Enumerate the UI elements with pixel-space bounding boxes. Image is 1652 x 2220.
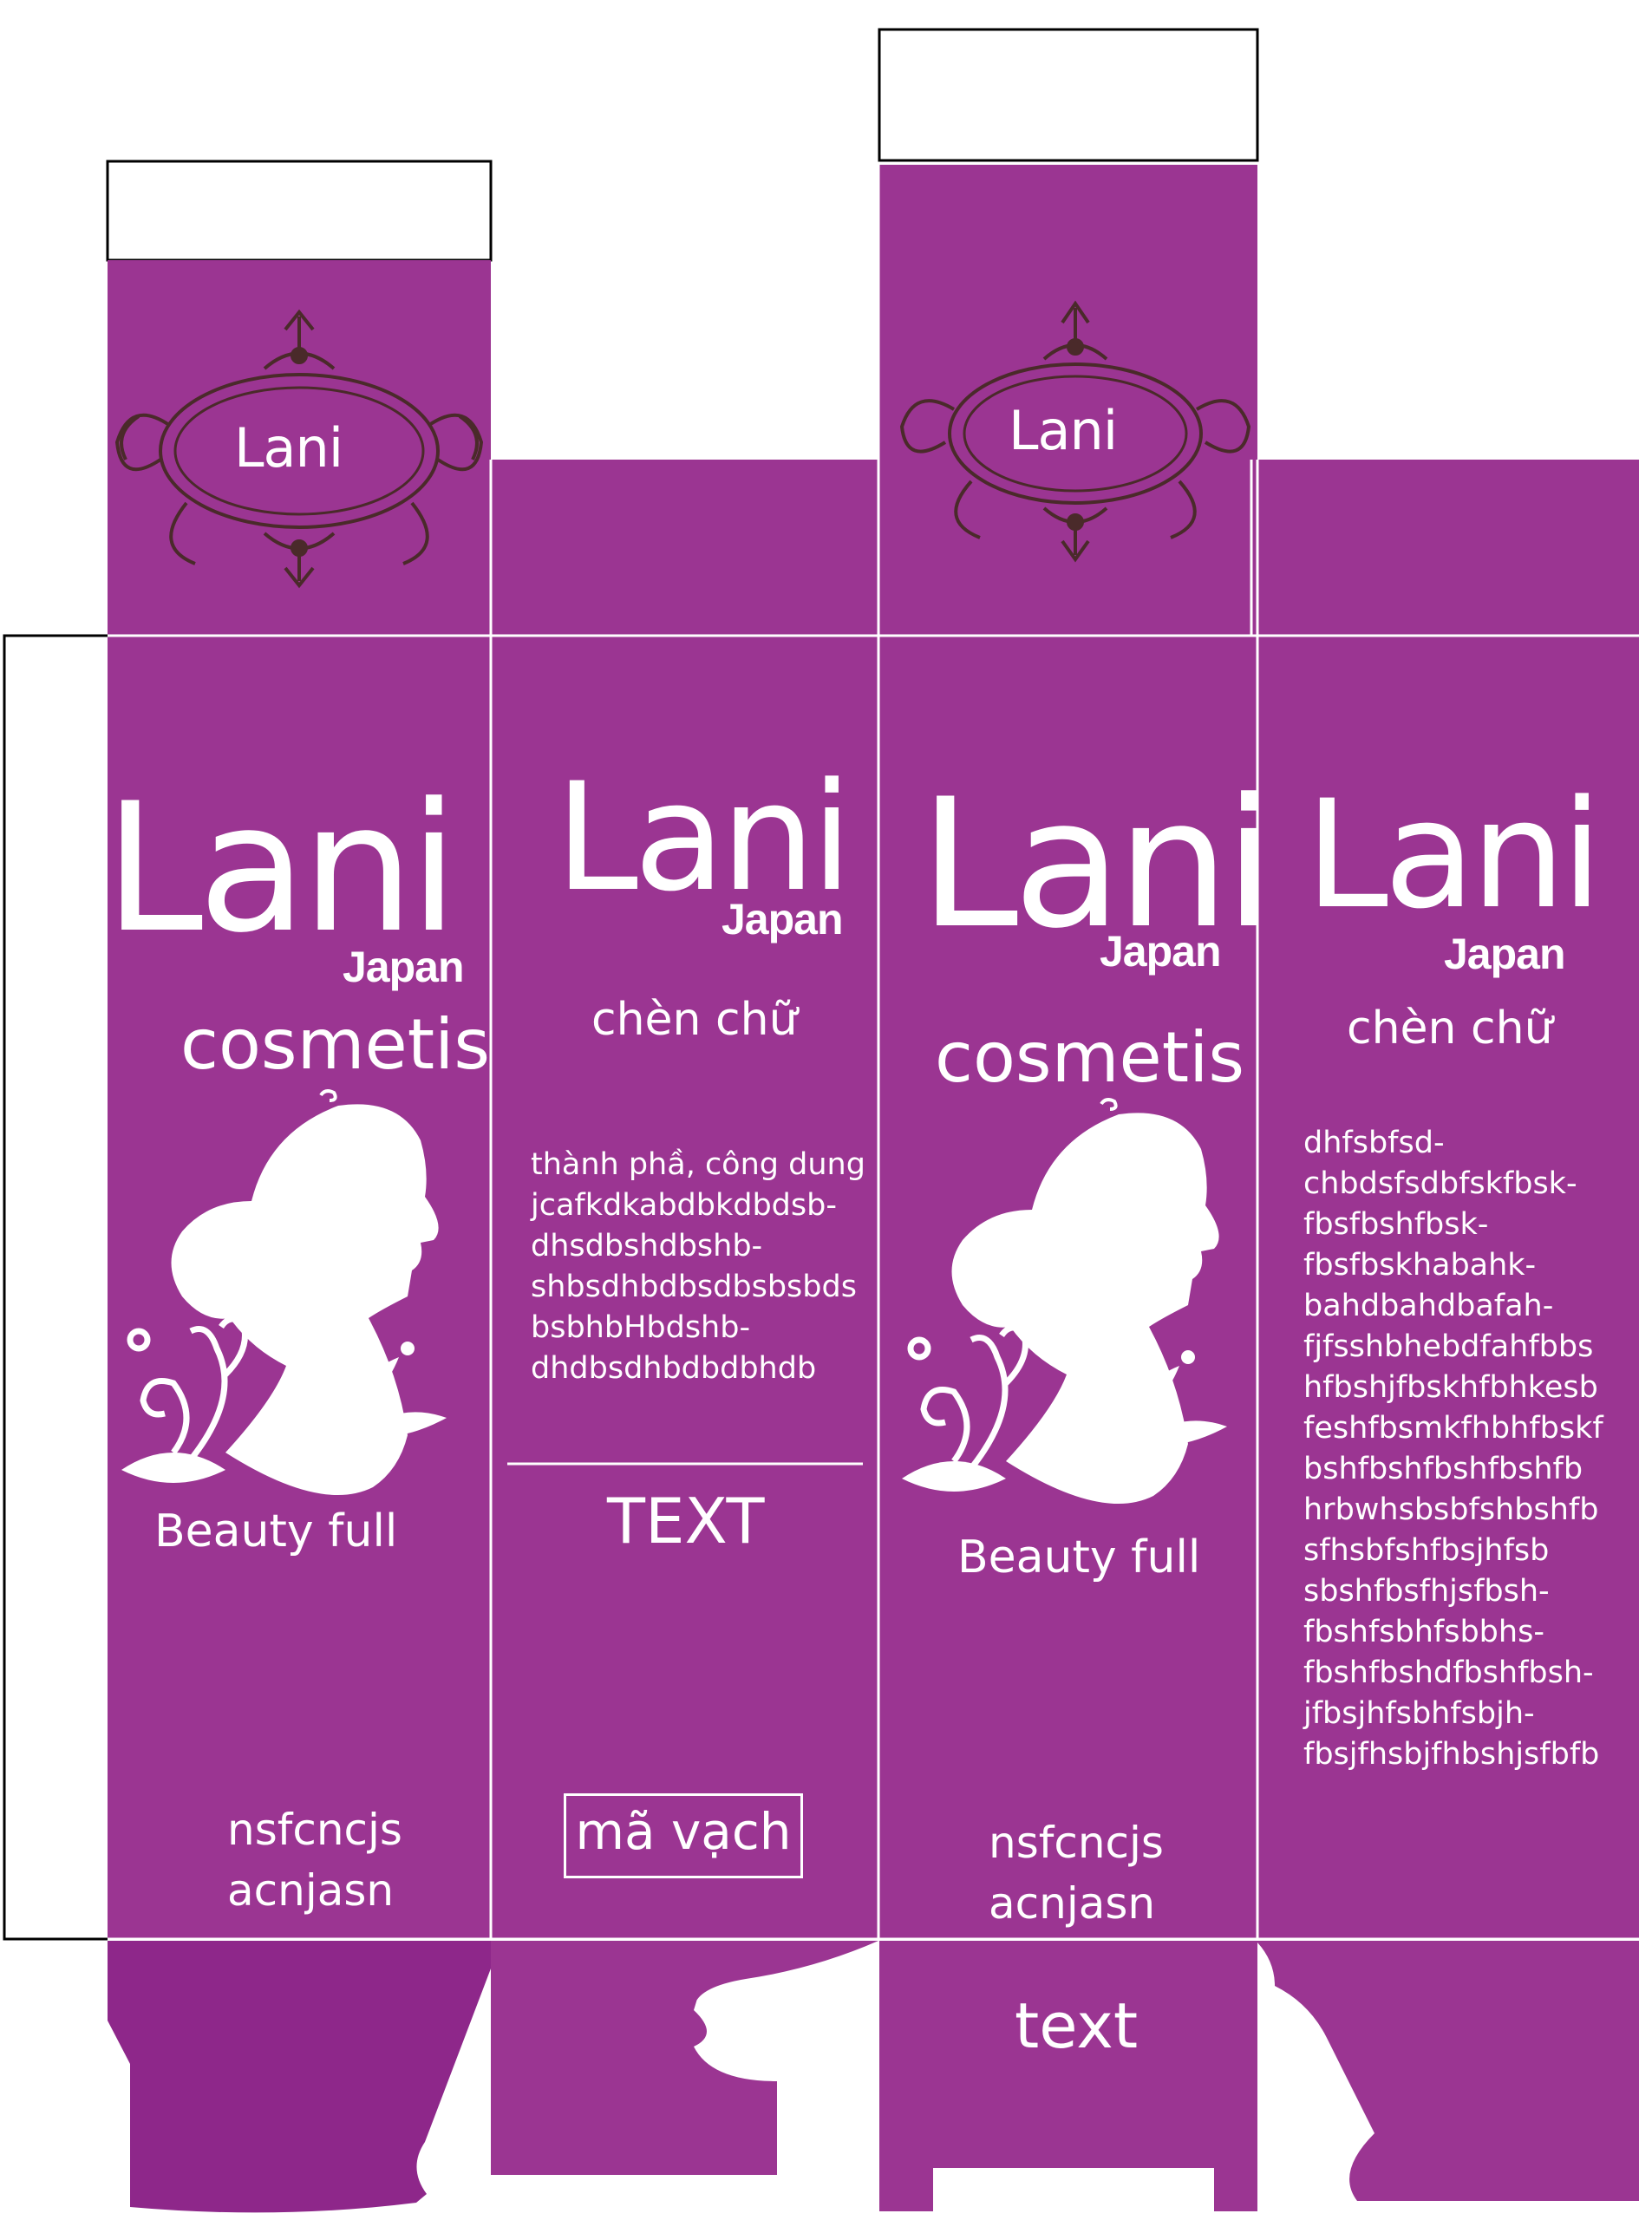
body-line: bahdbahdbafah-: [1303, 1289, 1554, 1323]
info-line: dhsdbshdbshb-: [531, 1229, 763, 1263]
body-line: fbsjfhsbjfhbshjsfbfb: [1303, 1737, 1600, 1772]
seal-label: Lani: [234, 416, 343, 480]
fold-lines: [108, 165, 1639, 1941]
side-panel-4: [1257, 636, 1639, 1939]
brand-title: Lani: [1305, 767, 1603, 942]
body-line: fbsfbskhabahk-: [1303, 1248, 1537, 1283]
signature-line-2: acnjasn: [227, 1865, 395, 1916]
body-line: hfbshjfbskhfbhkesb: [1303, 1370, 1598, 1405]
info-line: jcafkdkabdbkdbdsb-: [531, 1188, 837, 1223]
description-block: dhfsbfsd- chbdsfsdbfskfbsk- fbsfbshfbsk-…: [1303, 1123, 1633, 1775]
section-title: TEXT: [607, 1485, 765, 1557]
info-line: shbsdhbdbsdbsbsbds: [531, 1270, 857, 1304]
bottom-flap-1: [108, 1941, 491, 2213]
woman-silhouette-icon-3: [902, 1098, 1227, 1504]
top-tuck-tab-right: [878, 28, 1259, 162]
brand-title: Lani: [919, 761, 1274, 968]
body-line: feshfbsmkfhbhfbskf: [1303, 1411, 1603, 1446]
body-line: jfbsjhfsbhfsbjh-: [1303, 1696, 1535, 1731]
signature-line-1: nsfcncjs: [989, 1818, 1164, 1868]
ornament-seal-3: [899, 300, 1251, 563]
body-line: fjfsshbhebdfahfbbs: [1303, 1329, 1594, 1364]
origin-label: Japan: [343, 943, 465, 991]
product-label: cosmetis: [935, 1017, 1245, 1098]
bottom-flap-label: text: [1015, 1989, 1139, 2062]
origin-label: Japan: [722, 895, 844, 944]
insert-text-placeholder: chèn chữ: [1347, 1002, 1553, 1054]
signature-line-1: nsfcncjs: [227, 1805, 402, 1855]
body-line: dhfsbfsd-: [1303, 1126, 1445, 1160]
top-flap-3: [879, 165, 1257, 636]
top-flap-4: [1251, 460, 1639, 636]
origin-label: Japan: [1444, 930, 1566, 978]
bottom-flap-2: [491, 1941, 878, 2175]
body-line: sfhsbfshfbsjhfsb: [1303, 1533, 1550, 1568]
tagline: Beauty full: [154, 1505, 398, 1557]
body-line: fbshfbshdfbshfbsh-: [1303, 1655, 1594, 1690]
tagline: Beauty full: [957, 1531, 1201, 1583]
body-line: fbshfsbhfsbbhs-: [1303, 1615, 1544, 1649]
barcode-box: mã vạch: [564, 1793, 803, 1878]
body-line: fbsfbshfbsk-: [1303, 1207, 1489, 1242]
signature-line-2: acnjasn: [989, 1878, 1156, 1929]
top-flap-2: [491, 460, 878, 636]
insert-text-placeholder: chèn chữ: [591, 994, 798, 1046]
side-panel-2: [491, 636, 878, 1939]
info-line: bsbhbHbdshb-: [531, 1310, 751, 1345]
origin-label: Japan: [1100, 927, 1222, 976]
info-line: thành phầ, công dung: [531, 1147, 865, 1182]
glue-flap: [3, 634, 108, 1941]
top-tuck-tab-left: [106, 160, 493, 262]
body-line: bshfbshfbshfbshfb: [1303, 1452, 1583, 1486]
body-line: hrbwhsbsbfshbshfb: [1303, 1492, 1599, 1527]
ingredients-block: thành phầ, công dung jcafkdkabdbkdbdsb- …: [531, 1145, 869, 1389]
brand-title: Lani: [104, 766, 459, 972]
bottom-flap-4: [1257, 1941, 1639, 2201]
product-label: cosmetis: [180, 1004, 491, 1085]
body-line: chbdsfsdbfskfbsk-: [1303, 1166, 1577, 1201]
bottom-flap-3: [879, 1941, 1257, 2211]
woman-silhouette-icon-1: [121, 1089, 447, 1495]
ornament-seal-1: [114, 309, 484, 589]
body-line: sbshfbsfhjsfbsh-: [1303, 1574, 1550, 1609]
seal-label: Lani: [1009, 399, 1118, 462]
brand-title: Lani: [555, 750, 852, 924]
info-line: dhdbsdhbdbdbhdb: [531, 1351, 817, 1386]
